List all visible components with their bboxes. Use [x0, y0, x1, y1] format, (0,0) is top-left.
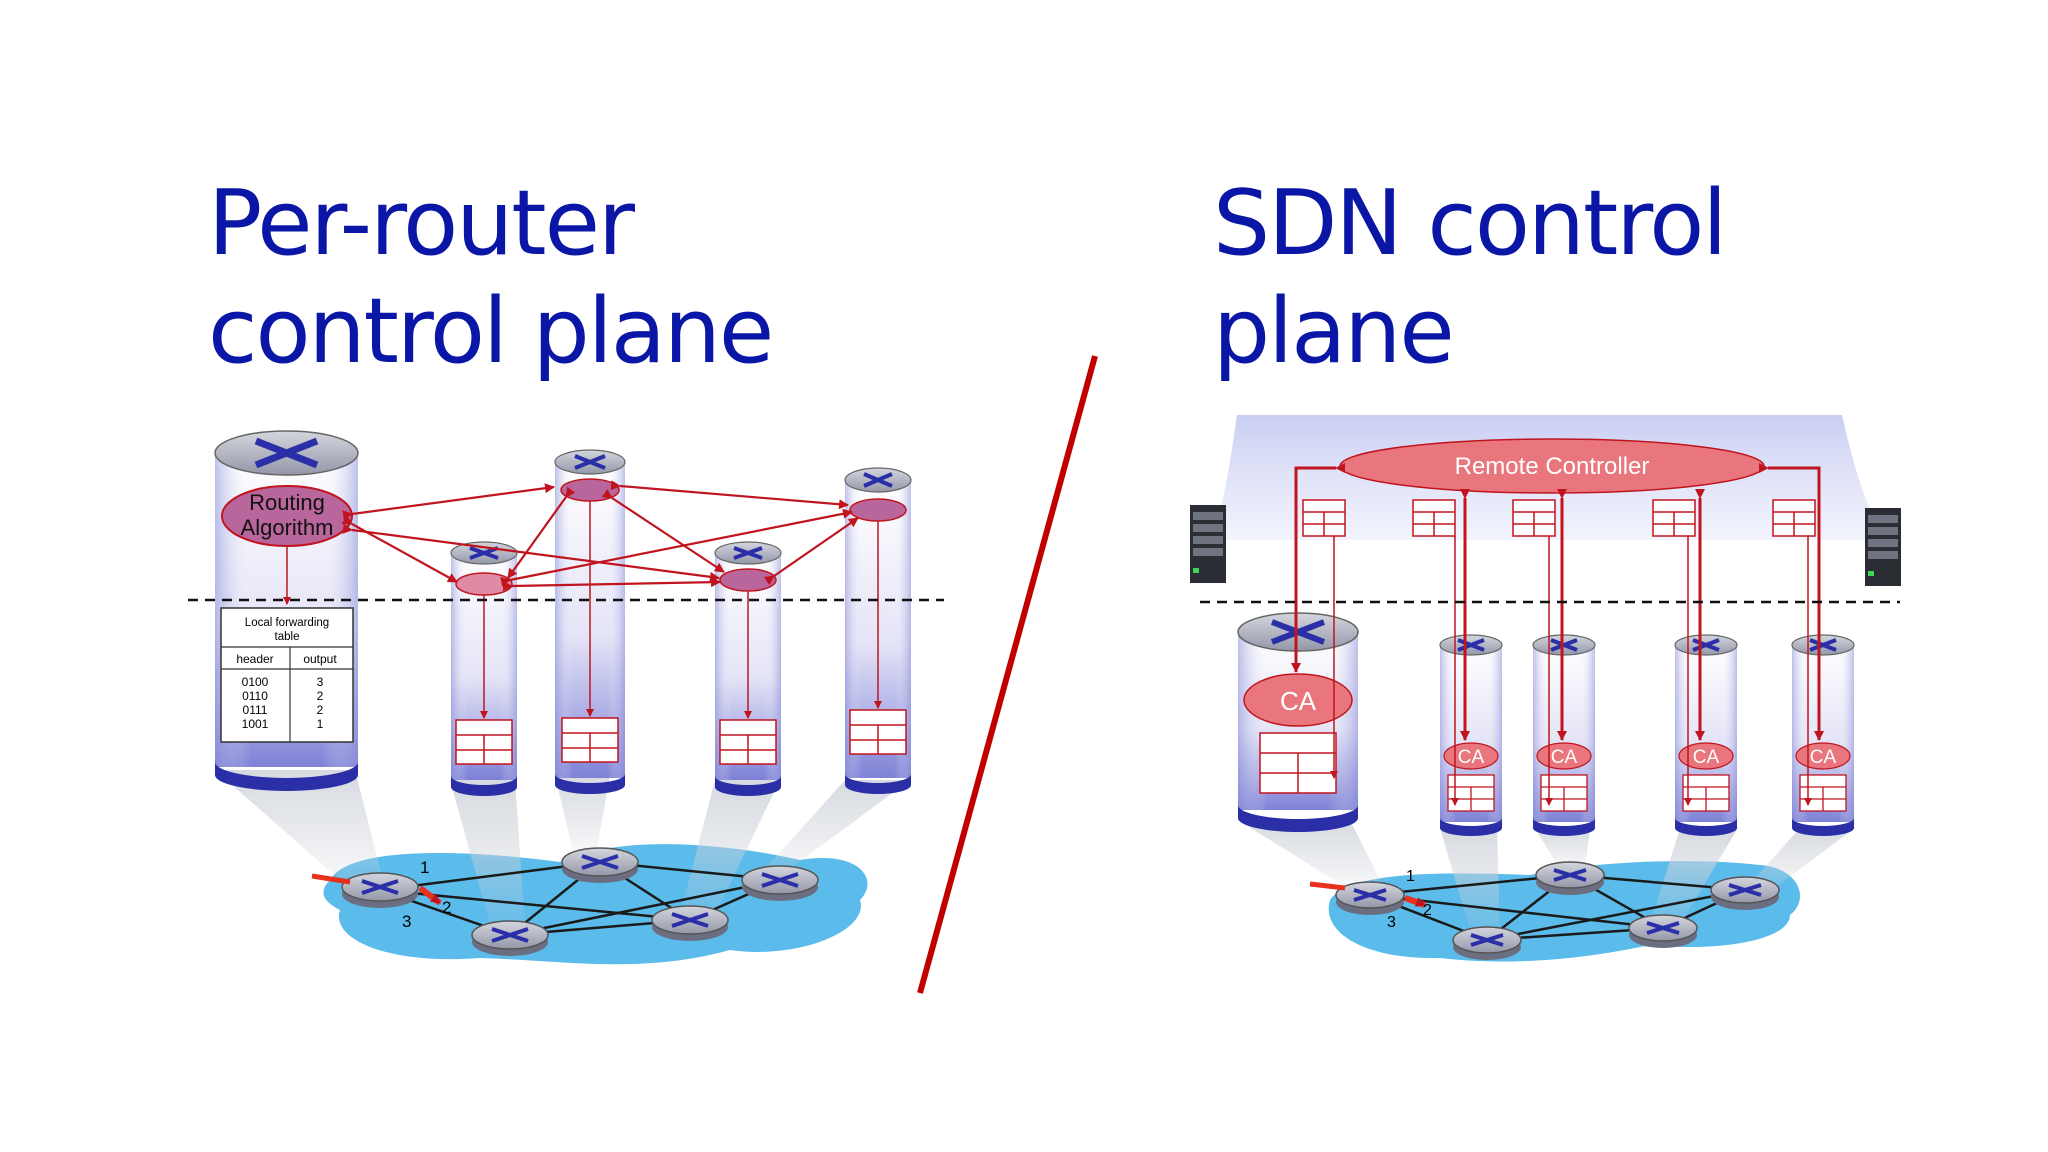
left-title-line1: Per-router [208, 171, 635, 276]
table-cell-output: 1 [317, 717, 324, 731]
ca-label: CA [1551, 747, 1578, 768]
right-router-cylinder: CA [1674, 634, 1738, 836]
right-net-router [1628, 914, 1698, 948]
ca-label: CA [1280, 686, 1317, 716]
center-divider [917, 355, 1098, 994]
controller-table [1412, 499, 1456, 537]
left-net-router [471, 920, 549, 956]
left-net-router [341, 872, 419, 908]
table-col-header: header [236, 652, 273, 666]
right-net-router [1452, 926, 1522, 960]
left-port-label-2: 2 [442, 898, 451, 917]
right-beams [1238, 820, 1855, 930]
table-caption-line1: Local forwarding [245, 617, 329, 629]
ca-label: CA [1810, 747, 1837, 768]
right-router-cylinder: CA [1439, 634, 1503, 836]
right-net-router [1535, 861, 1605, 895]
left-incoming-link [311, 873, 351, 885]
right-incoming-link [1309, 881, 1346, 891]
controller-table [1302, 499, 1346, 537]
right-big-router: CA [1237, 612, 1359, 832]
ca-label: CA [1693, 747, 1720, 768]
sdn-control-arrows [1291, 463, 1824, 741]
table-col-output: output [303, 652, 337, 666]
controller-table [1512, 499, 1556, 537]
controller-table [1652, 499, 1696, 537]
ca-label: CA [1458, 747, 1485, 768]
left-net-router [561, 847, 639, 883]
routing-label-line2: Algorithm [241, 515, 334, 540]
table-cell-header: 1001 [242, 717, 269, 731]
right-title-line2: plane [1213, 279, 1455, 384]
left-title: Per-router control plane [208, 170, 908, 386]
server-right-icon [1865, 508, 1901, 586]
left-beams [215, 770, 910, 925]
table-cell-header: 0111 [243, 703, 268, 717]
table-cell-output: 2 [317, 703, 324, 717]
left-router-cylinder [714, 541, 782, 796]
table-cell-header: 0110 [242, 689, 268, 703]
left-net-router [741, 865, 819, 901]
left-outgoing-arrow [418, 885, 442, 906]
routing-label-line1: Routing [249, 490, 325, 515]
right-net-router [1335, 881, 1405, 915]
right-outgoing-arrow [1404, 895, 1426, 908]
left-router-cylinder [554, 449, 626, 794]
table-caption-line2: table [275, 631, 300, 643]
remote-controller-label: Remote Controller [1455, 453, 1650, 480]
right-router-cylinder: CA [1791, 634, 1855, 836]
left-control-arrows [341, 480, 859, 592]
right-port-label-2: 2 [1423, 902, 1432, 919]
table-cell-output: 3 [317, 675, 324, 689]
left-port-label-3: 3 [402, 912, 411, 931]
table-cell-output: 2 [317, 689, 324, 703]
left-title-line2: control plane [208, 279, 774, 384]
left-router-cylinder [450, 541, 518, 796]
right-diagram: Remote Controller [1190, 415, 1901, 962]
left-router-cylinder [844, 467, 912, 794]
sdn-table-push-arrows [1330, 536, 1812, 806]
local-forwarding-table: Local forwarding table header output 010… [220, 607, 354, 743]
left-big-router: Routing Algorithm Local forwarding table… [214, 430, 359, 791]
right-title: SDN control plane [1213, 170, 1773, 386]
controller-table [1772, 499, 1816, 537]
table-cell-header: 0100 [242, 675, 269, 689]
left-diagram: 1 2 3 Routing Algorithm Local forwarding… [188, 430, 944, 965]
server-left-icon [1190, 505, 1226, 583]
left-net-router [651, 905, 729, 941]
right-router-cylinder: CA [1532, 634, 1596, 836]
left-port-label-1: 1 [420, 858, 429, 877]
right-port-label-1: 1 [1406, 868, 1415, 885]
right-net-router [1710, 876, 1780, 910]
right-title-line1: SDN control [1213, 171, 1727, 276]
right-port-label-3: 3 [1387, 914, 1396, 931]
